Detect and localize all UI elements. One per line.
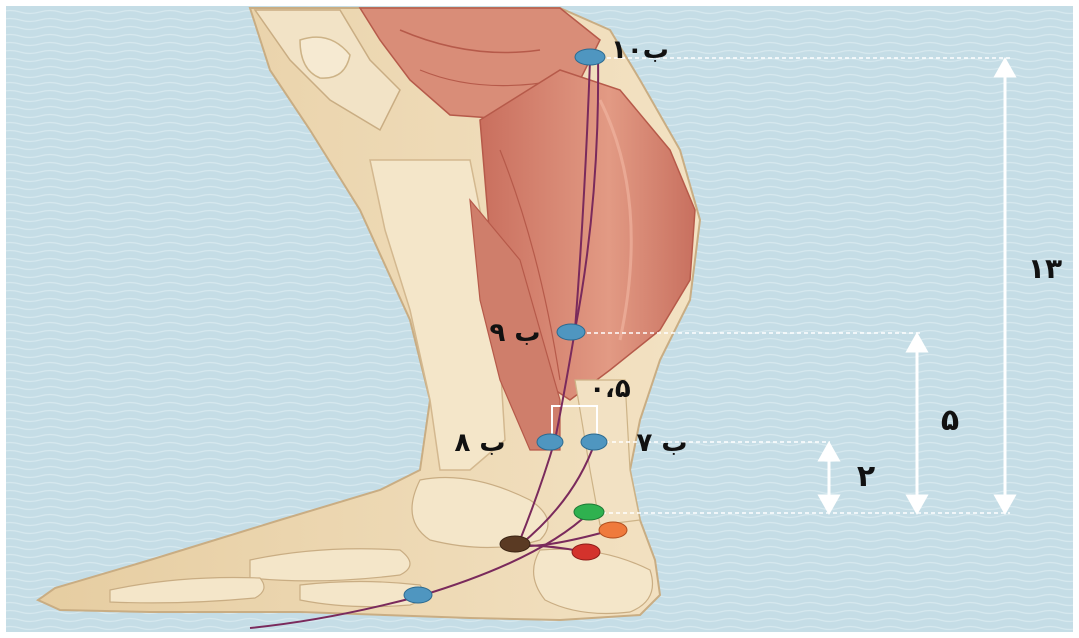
- leg-diagram: ب۱۰ ب ۹ ب ۸ ب ۷ ۰،۵ ۱۳ ۵ ۲: [6, 6, 1073, 632]
- point-b7: [581, 434, 607, 450]
- anatomy-figure: ب۱۰ ب ۹ ب ۸ ب ۷ ۰،۵ ۱۳ ۵ ۲: [6, 6, 1073, 632]
- label-half-cun: ۰،۵: [589, 374, 631, 404]
- point-heel-red: [572, 544, 600, 560]
- point-ankle-brown: [500, 536, 530, 552]
- point-heel-orange: [599, 522, 627, 538]
- point-b8: [537, 434, 563, 450]
- label-5: ۵: [941, 403, 959, 438]
- label-b10: ب۱۰: [611, 35, 669, 65]
- point-foot: [404, 587, 432, 603]
- point-heel-green: [574, 504, 604, 520]
- label-b7: ب ۷: [636, 428, 687, 458]
- point-b9: [557, 324, 585, 340]
- label-b9: ب ۹: [489, 318, 540, 348]
- label-13: ۱۳: [1028, 252, 1062, 285]
- point-b10: [575, 49, 605, 65]
- label-2: ۲: [857, 459, 875, 494]
- label-b8: ب ۸: [454, 428, 505, 458]
